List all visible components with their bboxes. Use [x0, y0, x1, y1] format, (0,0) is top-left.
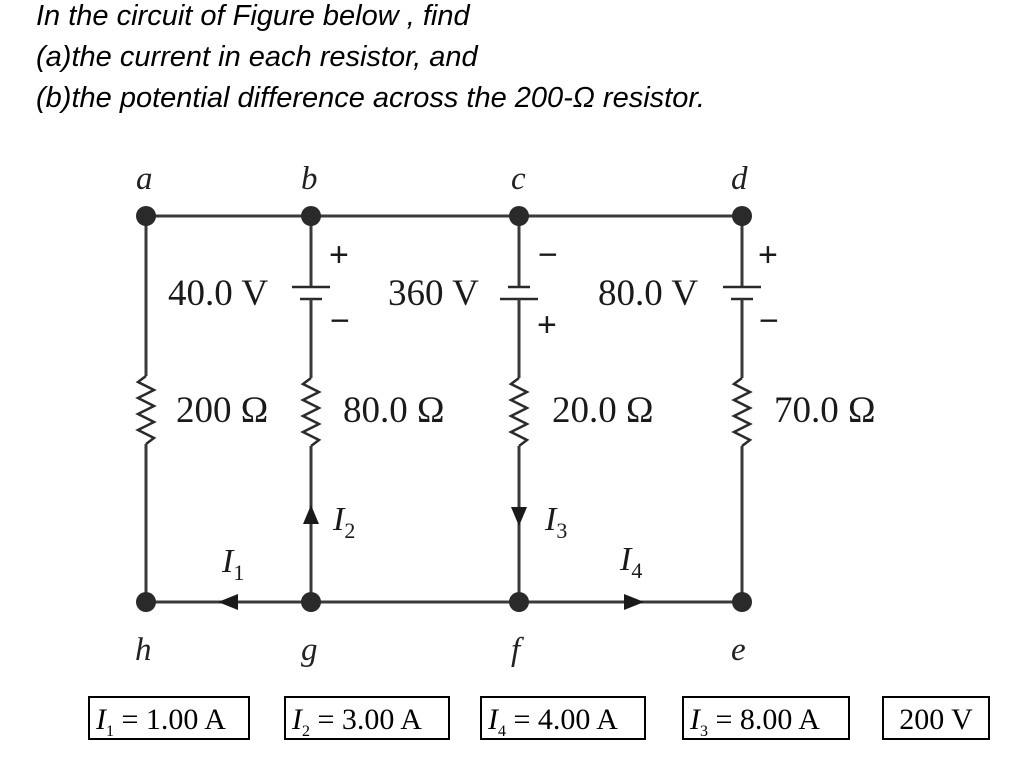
resistor-200-symbol — [135, 375, 157, 445]
battery-80v-plus: + — [758, 236, 778, 274]
node-f-dot — [509, 592, 529, 612]
battery-40v-minus: − — [330, 302, 350, 340]
resistor-80-symbol — [300, 377, 322, 447]
battery-360v-label: 360 V — [388, 273, 479, 314]
resistor-20-label: 20.0 Ω — [552, 390, 654, 431]
answer-voltage: 200 V — [882, 696, 990, 740]
battery-40v-plus: + — [329, 236, 349, 274]
battery-360v-minus: − — [538, 236, 558, 274]
problem-line-2: (a)the current in each resistor, and — [36, 41, 478, 73]
answer-i3: I3 = 8.00 A — [682, 696, 850, 740]
node-f-label: f — [511, 632, 524, 668]
branch-bg — [292, 216, 330, 602]
battery-40v-label: 40.0 V — [168, 273, 268, 314]
current-i4-arrow — [624, 594, 644, 610]
node-d-label: d — [731, 161, 748, 197]
answer-i1: I1 = 1.00 A — [88, 696, 250, 740]
node-g-label: g — [301, 632, 318, 668]
node-b-dot — [301, 206, 321, 226]
resistor-200-label: 200 Ω — [176, 390, 268, 431]
answer-i4: I4 = 4.00 A — [480, 696, 646, 740]
current-i1-arrow — [218, 594, 238, 610]
problem-line-3: (b)the potential difference across the 2… — [36, 82, 705, 114]
node-e-label: e — [731, 632, 746, 668]
current-i4-label: I4 — [619, 541, 642, 583]
node-a-label: a — [136, 161, 153, 197]
node-h-label: h — [135, 632, 152, 668]
battery-360v-plus: + — [537, 306, 557, 344]
current-i3-arrow — [511, 507, 527, 526]
node-d-dot — [732, 206, 752, 226]
node-e-dot — [732, 592, 752, 612]
branch-de — [723, 216, 761, 602]
node-g-dot — [301, 592, 321, 612]
node-b-label: b — [301, 161, 318, 197]
node-c-label: c — [511, 161, 526, 197]
current-i2-arrow — [303, 505, 319, 524]
battery-80v-minus: − — [759, 302, 779, 340]
current-i3-label: I3 — [544, 501, 567, 543]
current-i1-label: I1 — [221, 543, 244, 585]
resistor-80-label: 80.0 Ω — [343, 390, 445, 431]
branch-ah — [135, 216, 157, 602]
current-i2-label: I2 — [332, 501, 355, 543]
branch-cf — [500, 216, 538, 602]
node-a-dot — [136, 206, 156, 226]
node-c-dot — [509, 206, 529, 226]
resistor-70-symbol — [731, 377, 753, 447]
battery-80v-label: 80.0 V — [598, 273, 698, 314]
resistor-70-label: 70.0 Ω — [774, 390, 876, 431]
answer-i2: I2 = 3.00 A — [284, 696, 450, 740]
problem-statement: In the circuit of Figure below , find (a… — [36, 0, 705, 119]
node-h-dot — [136, 592, 156, 612]
resistor-20-symbol — [508, 377, 530, 447]
problem-line-1: In the circuit of Figure below , find — [36, 0, 470, 32]
